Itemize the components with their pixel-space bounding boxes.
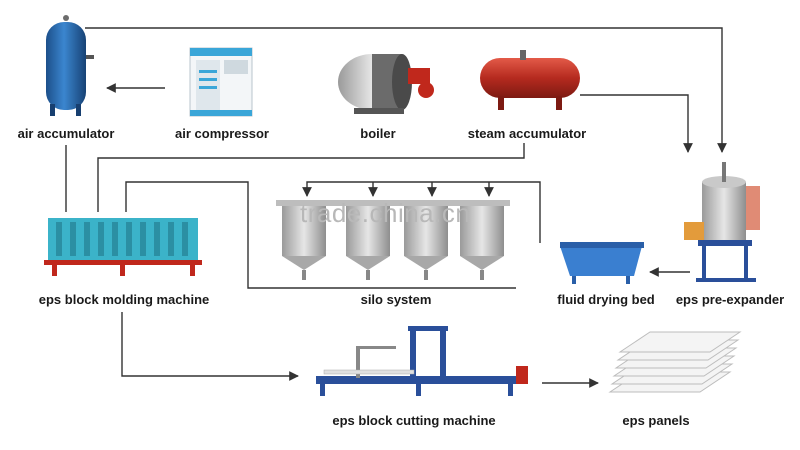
- line-air-to-preexpander: [85, 27, 727, 153]
- boiler-illustration: [338, 54, 434, 114]
- line-steam-to-molding: [97, 143, 525, 212]
- label-air-accumulator: air accumulator: [17, 126, 115, 141]
- line-molding-to-cutting: [121, 312, 299, 381]
- eps-panels-illustration: [608, 331, 742, 393]
- label-fluid-drying-bed: fluid drying bed: [557, 292, 655, 307]
- label-boiler: boiler: [360, 126, 396, 141]
- label-steam-accumulator: steam accumulator: [467, 126, 587, 141]
- pre-expander-illustration: [684, 162, 760, 282]
- label-eps-pre-expander: eps pre-expander: [675, 292, 785, 307]
- label-eps-block-molding-machine: eps block molding machine: [38, 292, 210, 307]
- silo-system-illustration: [276, 200, 510, 280]
- molding-machine-illustration: [44, 218, 202, 276]
- flow-lines: [65, 27, 727, 388]
- steam-accumulator-illustration: [480, 50, 580, 110]
- label-air-compressor: air compressor: [175, 126, 269, 141]
- watermark-text: trade.china.cn: [300, 198, 471, 228]
- line-molding-loop: [125, 181, 516, 289]
- label-eps-block-cutting-machine: eps block cutting machine: [332, 413, 496, 428]
- line-silo-header: [302, 181, 541, 243]
- line-steam-to-preexpander: [580, 94, 693, 153]
- air-accumulator-illustration: [46, 15, 94, 116]
- fluid-drying-bed-illustration: [560, 242, 644, 284]
- cutting-machine-illustration: [316, 326, 528, 396]
- label-silo-system: silo system: [360, 292, 432, 307]
- label-eps-panels: eps panels: [622, 413, 690, 428]
- air-compressor-illustration: [189, 47, 253, 117]
